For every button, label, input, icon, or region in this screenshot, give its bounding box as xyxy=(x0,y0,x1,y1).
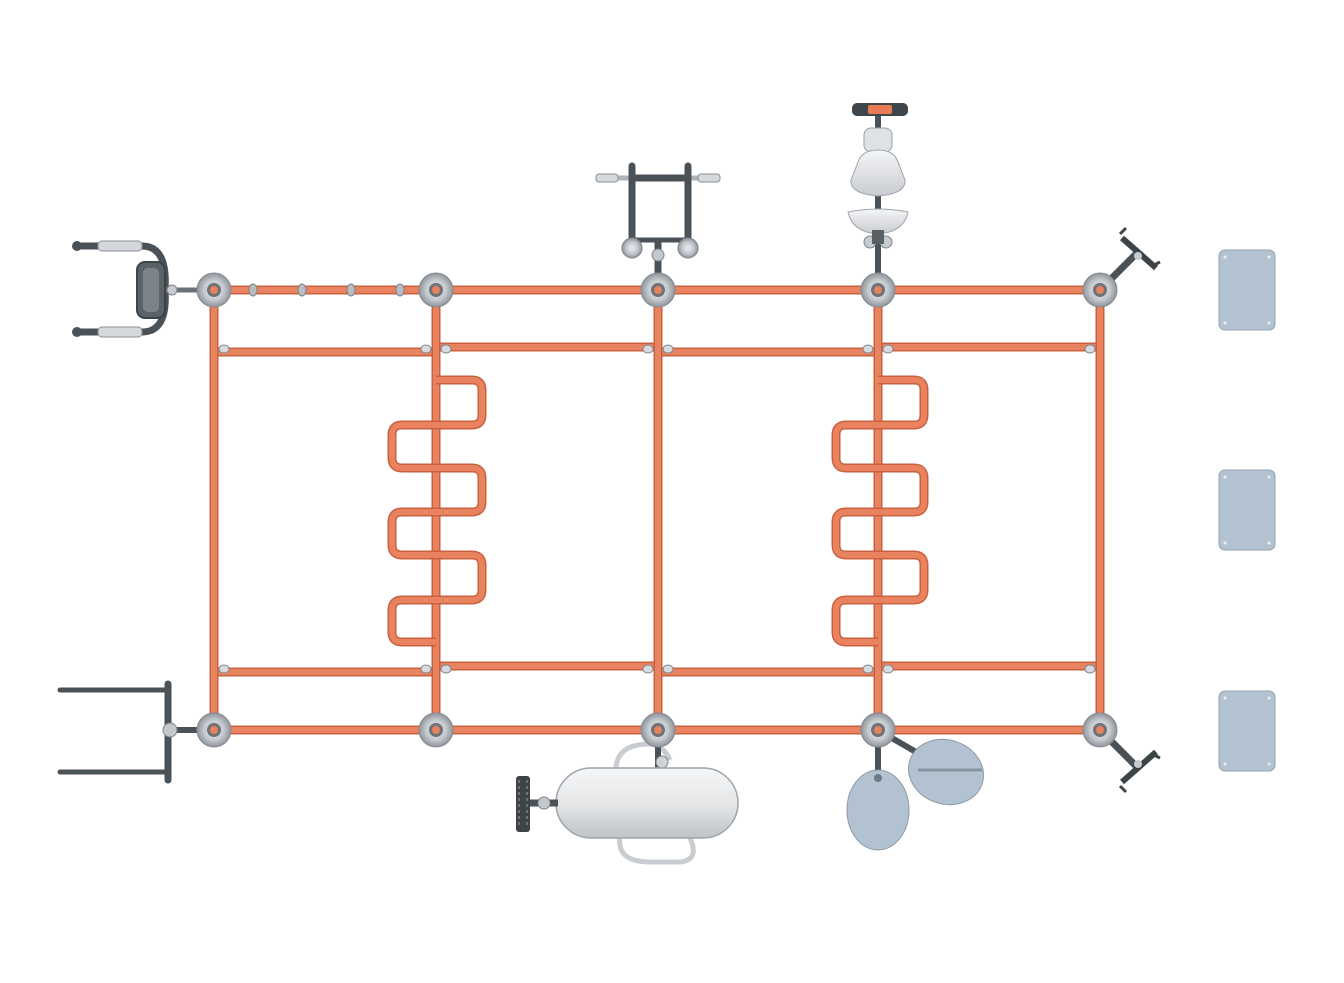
foot-plate-station xyxy=(846,727,984,851)
handle-bar-station xyxy=(72,240,198,338)
post-base xyxy=(640,712,676,748)
foot-plate-icon xyxy=(846,727,984,851)
zigzag-ladder-right xyxy=(831,375,929,647)
dip-bar-station xyxy=(57,680,200,784)
frame-structure xyxy=(209,285,1105,735)
post-ring xyxy=(1096,726,1104,734)
sign-board-icon xyxy=(1218,249,1276,331)
post-ring xyxy=(654,726,662,734)
rail-clamp xyxy=(218,344,230,354)
bench-icon xyxy=(516,730,739,865)
post-ring xyxy=(210,726,218,734)
pull-up-station xyxy=(595,162,721,290)
post-base xyxy=(418,272,454,308)
post-base xyxy=(860,272,896,308)
zigzag-ladder-icon xyxy=(389,377,485,645)
rail-clamp xyxy=(882,664,894,674)
zigzag-ladder-icon xyxy=(833,377,927,645)
bike-seat-station xyxy=(847,103,909,285)
rail-clamp xyxy=(420,344,432,354)
post-ring xyxy=(432,726,440,734)
sign-board-icon xyxy=(1218,690,1276,772)
dip-bar-icon xyxy=(57,680,200,784)
top-rail-rings xyxy=(248,283,405,297)
post-base xyxy=(418,712,454,748)
post-base xyxy=(640,272,676,308)
post-ring xyxy=(874,726,882,734)
post-ring xyxy=(432,286,440,294)
rail-clamp xyxy=(1084,344,1096,354)
post-base xyxy=(1082,712,1118,748)
rail-clamp xyxy=(862,344,874,354)
info-panel-middle xyxy=(1218,469,1276,551)
rail-clamp xyxy=(420,664,432,674)
info-panel-top xyxy=(1218,249,1276,331)
bike-seat-icon xyxy=(847,103,909,285)
post-base xyxy=(196,272,232,308)
post-ring xyxy=(654,286,662,294)
info-panels xyxy=(1218,249,1276,772)
rail-clamp xyxy=(662,344,674,354)
rail-clamp xyxy=(1084,664,1096,674)
pull-up-icon xyxy=(595,162,721,290)
post-ring xyxy=(1096,286,1104,294)
zigzag-ladder-left xyxy=(387,375,487,647)
post-ring xyxy=(210,286,218,294)
bench-station xyxy=(516,730,739,865)
sign-board-icon xyxy=(1218,469,1276,551)
info-panel-bottom xyxy=(1218,690,1276,772)
rail-clamp xyxy=(440,344,452,354)
rail-clamps xyxy=(218,344,1096,674)
post-base xyxy=(196,712,232,748)
rail-clamp xyxy=(882,344,894,354)
post-ring xyxy=(874,286,882,294)
rail-clamp xyxy=(642,344,654,354)
rail-clamp xyxy=(218,664,230,674)
post-base xyxy=(1082,272,1118,308)
rail-clamp xyxy=(662,664,674,674)
rail-clamp xyxy=(642,664,654,674)
rail-clamp xyxy=(440,664,452,674)
post-base xyxy=(860,712,896,748)
hand-grip-icon xyxy=(72,240,198,338)
posts-layer xyxy=(196,272,1118,748)
rail-clamp xyxy=(862,664,874,674)
